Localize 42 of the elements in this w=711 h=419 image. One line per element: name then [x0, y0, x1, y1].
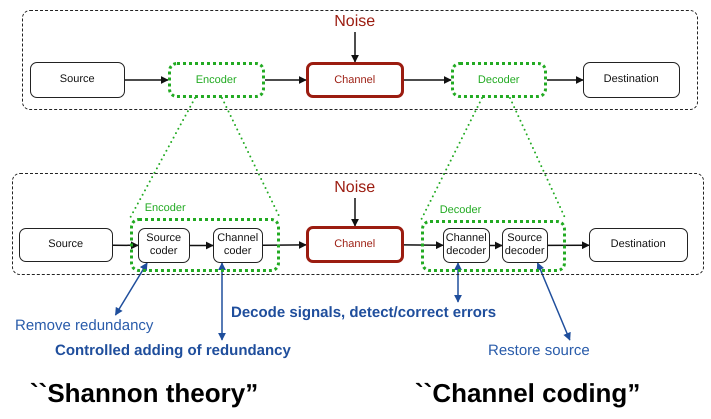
arrow [490, 242, 503, 250]
annotation-text: Remove redundancy [15, 315, 180, 335]
noise-label: Noise [330, 12, 380, 32]
annotation-text: Restore source [488, 340, 613, 360]
arrow [125, 76, 169, 84]
channel-box: Channel [306, 226, 404, 263]
arrow [113, 241, 139, 250]
zoom-line [129, 97, 196, 219]
arrow [547, 76, 584, 84]
arrow [548, 241, 590, 250]
group-heading: Encoder [144, 202, 186, 214]
process-box: Channel coder [212, 228, 263, 263]
process-box: Source decoder [502, 228, 548, 263]
dotted-group-box: Decoder [450, 62, 547, 98]
arrow [404, 76, 452, 84]
group-heading: Decoder [440, 204, 482, 216]
dotted-group-box: Encoder [168, 62, 265, 98]
arrow [265, 76, 307, 84]
section-title: ``Channel coding” [415, 378, 640, 409]
process-box: Destination [582, 62, 680, 98]
arrow [263, 240, 307, 249]
double-arrow [114, 262, 148, 316]
process-box: Source [30, 62, 125, 98]
noise-label: Noise [330, 178, 380, 198]
dashed-frame [12, 173, 704, 275]
double-arrow [454, 262, 462, 303]
arrow [190, 242, 214, 250]
process-box: Source coder [138, 228, 190, 263]
section-title: ``Shannon theory” [30, 378, 258, 409]
arrow [351, 32, 359, 63]
arrow [351, 198, 359, 227]
process-box: Destination [588, 228, 688, 262]
arrow [404, 241, 444, 250]
zoom-line [221, 97, 281, 219]
annotation-text: Decode signals, detect/correct errors [231, 302, 561, 322]
double-arrow [536, 262, 571, 341]
double-arrow [218, 262, 226, 341]
channel-box: Channel [306, 62, 404, 98]
process-box: Source [18, 228, 113, 262]
process-box: Channel decoder [442, 228, 490, 263]
annotation-text: Controlled adding of redundancy [55, 340, 345, 360]
dashed-frame [22, 10, 698, 110]
